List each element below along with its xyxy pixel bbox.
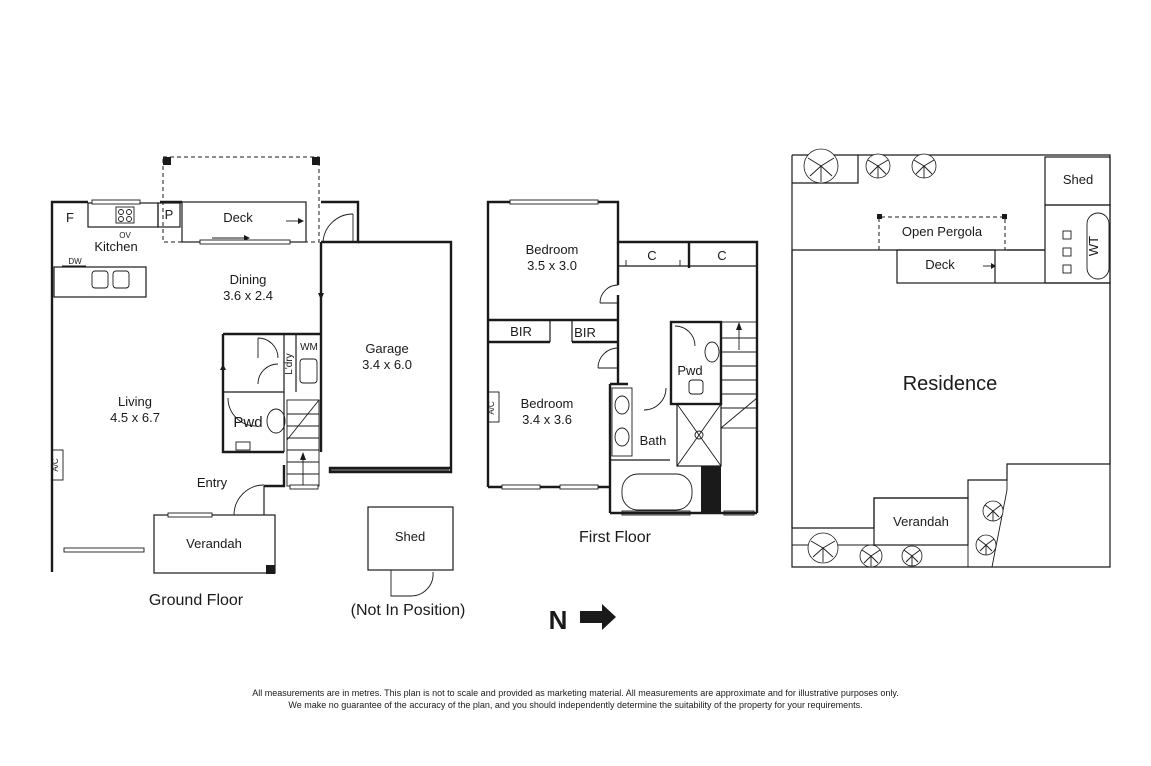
site-shed-label: Shed <box>1063 172 1093 187</box>
washing-machine-label: WM <box>300 342 318 353</box>
dining-size: 3.6 x 2.4 <box>223 288 273 303</box>
disclaimer-line-2: We make no guarantee of the accuracy of … <box>288 700 863 710</box>
detached-shed <box>367 506 454 597</box>
laundry-label: L'dry <box>284 353 295 374</box>
ground-floor-title: Ground Floor <box>149 592 244 609</box>
garage-label: Garage <box>365 341 408 356</box>
north-arrow <box>580 604 616 630</box>
residence-label: Residence <box>903 373 998 395</box>
north-label: N <box>549 605 568 635</box>
deck-label: Deck <box>223 210 253 225</box>
living-size: 4.5 x 6.7 <box>110 410 160 425</box>
bath-label: Bath <box>640 433 667 448</box>
bedroom1-size: 3.5 x 3.0 <box>527 258 577 273</box>
disclaimer-line-1: All measurements are in metres. This pla… <box>252 688 899 698</box>
site-plan <box>791 148 1111 568</box>
ground-floor-plan <box>50 156 453 574</box>
bir2-label: BIR <box>574 325 596 340</box>
site-verandah-label: Verandah <box>893 514 949 529</box>
garage-size: 3.4 x 6.0 <box>362 357 412 372</box>
water-tank-label: WT <box>1086 236 1101 256</box>
first-floor-title: First Floor <box>579 529 652 546</box>
fridge-label: F <box>66 210 74 225</box>
powder-label-first: Pwd <box>677 363 702 378</box>
bedroom2-label: Bedroom <box>521 396 574 411</box>
dining-label: Dining <box>230 272 267 287</box>
pergola-label: Open Pergola <box>902 224 983 239</box>
cupboard2-label: C <box>717 248 726 263</box>
bir1-label: BIR <box>510 324 532 339</box>
bedroom2-size: 3.4 x 3.6 <box>522 412 572 427</box>
verandah-label-ground: Verandah <box>186 536 242 551</box>
dishwasher-label: DW <box>68 257 82 266</box>
first-floor-plan <box>486 199 759 516</box>
oven-label: OV <box>119 231 131 240</box>
pantry-label: P <box>165 207 174 222</box>
ac-label-ground: A/C <box>51 458 60 472</box>
kitchen-label: Kitchen <box>94 239 137 254</box>
ac-label-first: A/C <box>487 401 496 415</box>
powder-label-ground: Pwd <box>233 414 262 431</box>
living-label: Living <box>118 394 152 409</box>
entry-label: Entry <box>197 475 228 490</box>
site-deck-label: Deck <box>925 257 955 272</box>
bedroom1-label: Bedroom <box>526 242 579 257</box>
shed-not-in-position: (Not In Position) <box>351 602 466 619</box>
shed-detached-label: Shed <box>395 529 425 544</box>
cupboard1-label: C <box>647 248 656 263</box>
